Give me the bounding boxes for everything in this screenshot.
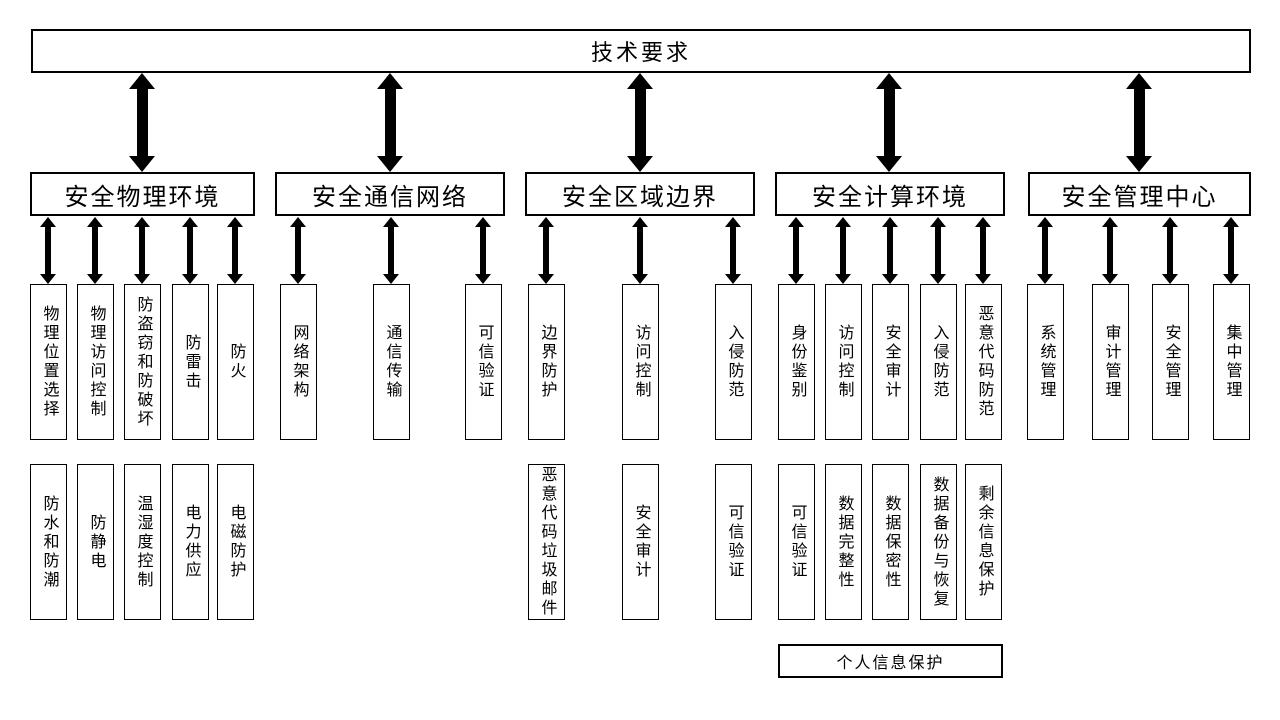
item-intrusion-prevention: 入侵防范 [715, 284, 752, 440]
double-arrow-thick-icon [1126, 73, 1152, 172]
double-arrow-thin-icon [632, 217, 648, 284]
item-physical-access-control: 物理访问控制 [77, 284, 114, 440]
double-arrow-thin-icon [134, 217, 150, 284]
double-arrow-thick-icon [377, 73, 403, 172]
double-arrow-thin-icon [930, 217, 946, 284]
double-arrow-thin-icon [975, 217, 991, 284]
group-header-area-boundary: 安全区域边界 [525, 172, 755, 216]
item-electromagnetic-protection: 电磁防护 [217, 464, 254, 620]
item-anti-theft-and-damage: 防盗窃和防破坏 [124, 284, 161, 440]
item-power-supply: 电力供应 [172, 464, 209, 620]
double-arrow-thin-icon [788, 217, 804, 284]
item-trusted-verification: 可信验证 [778, 464, 815, 620]
item-physical-location-selection: 物理位置选择 [30, 284, 67, 440]
item-data-backup-recovery: 数据备份与恢复 [920, 464, 957, 620]
item-security-management: 安全管理 [1152, 284, 1189, 440]
item-data-confidentiality: 数据保密性 [872, 464, 909, 620]
item-security-audit: 安全审计 [872, 284, 909, 440]
double-arrow-thin-icon [227, 217, 243, 284]
double-arrow-thin-icon [383, 217, 399, 284]
double-arrow-thin-icon [40, 217, 56, 284]
item-centralized-management: 集中管理 [1213, 284, 1250, 440]
item-data-integrity: 数据完整性 [825, 464, 862, 620]
item-network-architecture: 网络架构 [280, 284, 317, 440]
item-malicious-code-prevention: 恶意代码防范 [965, 284, 1002, 440]
item-access-control: 访问控制 [825, 284, 862, 440]
item-boundary-protection: 边界防护 [528, 284, 565, 440]
double-arrow-thin-icon [1037, 217, 1053, 284]
item-temperature-humidity-control: 温湿度控制 [124, 464, 161, 620]
double-arrow-thin-icon [835, 217, 851, 284]
item-security-audit: 安全审计 [622, 464, 659, 620]
item-trusted-verification: 可信验证 [465, 284, 502, 440]
item-water-moisture-protection: 防水和防潮 [30, 464, 67, 620]
item-trusted-verification: 可信验证 [715, 464, 752, 620]
item-residual-info-protection: 剩余信息保护 [965, 464, 1002, 620]
double-arrow-thick-icon [129, 73, 155, 172]
item-audit-management: 审计管理 [1092, 284, 1129, 440]
double-arrow-thin-icon [1162, 217, 1178, 284]
double-arrow-thin-icon [182, 217, 198, 284]
item-lightning-protection: 防雷击 [172, 284, 209, 440]
item-identity-authentication: 身份鉴别 [778, 284, 815, 440]
double-arrow-thin-icon [1223, 217, 1239, 284]
group-header-management-center: 安全管理中心 [1028, 172, 1251, 216]
group-header-communication-network: 安全通信网络 [275, 172, 505, 216]
double-arrow-thin-icon [290, 217, 306, 284]
item-communication-transmission: 通信传输 [373, 284, 410, 440]
double-arrow-thin-icon [725, 217, 741, 284]
group-header-computing-environment: 安全计算环境 [775, 172, 1005, 216]
double-arrow-thin-icon [882, 217, 898, 284]
double-arrow-thin-icon [538, 217, 554, 284]
item-fire-protection: 防火 [217, 284, 254, 440]
double-arrow-thick-icon [876, 73, 902, 172]
item-malicious-code-spam: 恶意代码垃圾邮件 [528, 464, 565, 620]
item-anti-static: 防静电 [77, 464, 114, 620]
group-header-physical-environment: 安全物理环境 [30, 172, 255, 216]
double-arrow-thin-icon [1102, 217, 1118, 284]
item-intrusion-prevention: 入侵防范 [920, 284, 957, 440]
double-arrow-thin-icon [87, 217, 103, 284]
title-box: 技术要求 [31, 29, 1251, 73]
double-arrow-thin-icon [475, 217, 491, 284]
double-arrow-thick-icon [627, 73, 653, 172]
item-access-control: 访问控制 [622, 284, 659, 440]
item-system-management: 系统管理 [1027, 284, 1064, 440]
personal-info-protection-box: 个人信息保护 [778, 644, 1003, 678]
